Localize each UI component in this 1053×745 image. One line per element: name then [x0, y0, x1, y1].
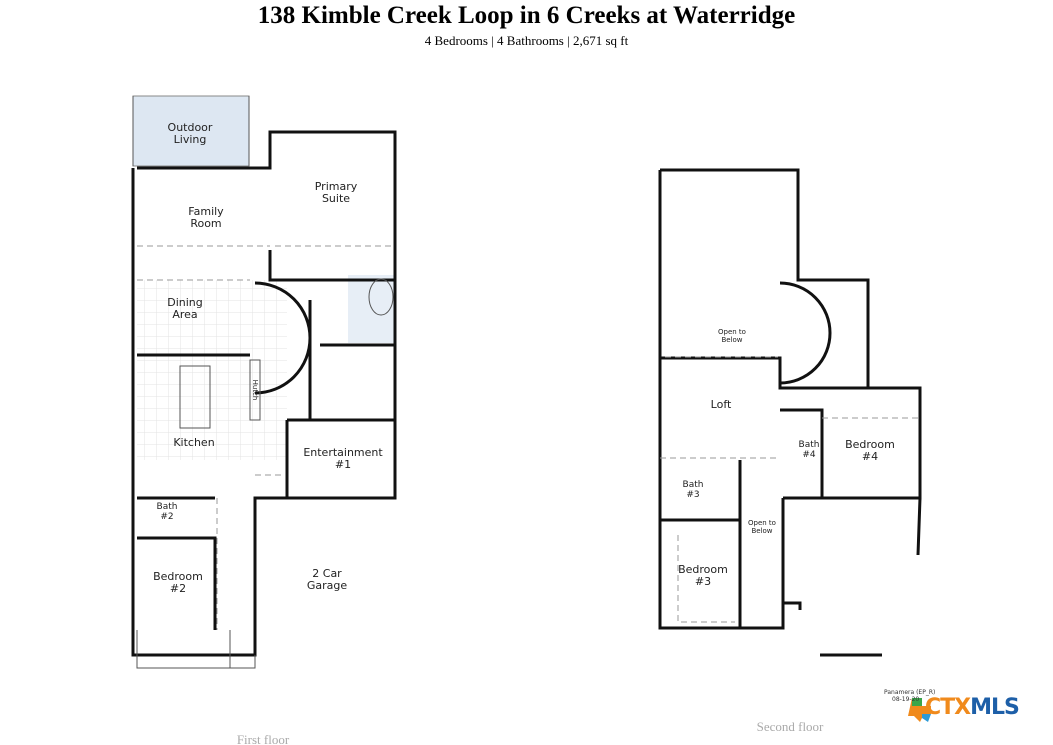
label-bedroom-4-num: #4	[862, 450, 878, 463]
label-dining-area-2: Area	[172, 308, 197, 321]
label-kitchen: Kitchen	[173, 436, 214, 449]
page-title: 138 Kimble Creek Loop in 6 Creeks at Wat…	[257, 2, 796, 29]
label-open-to-below: Open to	[718, 328, 746, 336]
label-bath-3-num: #3	[686, 490, 699, 500]
label-open-to-below-second: Open to	[748, 519, 776, 527]
plan-stamp: Panamera (EP_R) 08-19-20	[884, 689, 935, 703]
label-primary-suite: Primary	[315, 180, 358, 193]
second-floor-plan	[658, 168, 922, 657]
hutch	[249, 359, 261, 421]
label-loft: Loft	[711, 398, 732, 411]
label-bath-4: Bath	[799, 440, 820, 450]
label-bath-2: Bath	[157, 502, 178, 512]
tile-floor	[137, 280, 287, 460]
label-entertainment-2: #1	[335, 458, 351, 471]
label-bath-4-num: #4	[802, 450, 816, 460]
label-family-room-2: Room	[190, 217, 221, 230]
label-garage-2: Garage	[307, 579, 348, 592]
plan-name: Panamera (EP_R)	[884, 689, 936, 696]
label-bath-3: Bath	[683, 480, 704, 490]
plan-date: 08-19-20	[892, 696, 920, 703]
bathtub	[368, 278, 394, 316]
label-outdoor-living-2: Living	[174, 133, 207, 146]
label-open-to-below-second-2: Below	[751, 527, 772, 535]
kitchen-island	[179, 365, 211, 429]
outdoor-living-area	[132, 95, 250, 167]
label-bath-2-num: #2	[160, 512, 173, 522]
first-floor-caption: First floor	[237, 732, 290, 745]
label-bedroom-2-num: #2	[170, 582, 186, 595]
label-dining-area: Dining	[167, 296, 203, 309]
label-entertainment: Entertainment	[303, 446, 383, 459]
label-hutch: Hutch	[251, 380, 259, 401]
logo-mls: MLS	[970, 695, 1020, 720]
label-bedroom-4: Bedroom	[845, 438, 895, 451]
second-floor-caption: Second floor	[757, 719, 824, 734]
label-garage: 2 Car	[312, 567, 342, 580]
logo-ctx: CTX	[925, 695, 971, 720]
label-bedroom-3: Bedroom	[678, 563, 728, 576]
label-open-to-below-2: Below	[721, 336, 742, 344]
page-subtitle: 4 Bedrooms | 4 Bathrooms | 2,671 sq ft	[424, 33, 629, 48]
label-bedroom-2: Bedroom	[153, 570, 203, 583]
label-primary-suite-2: Suite	[322, 192, 350, 205]
texas-logo-icon	[908, 698, 931, 722]
first-floor-plan	[131, 95, 397, 669]
ctxmls-logo: CTXMLS	[925, 695, 1020, 720]
label-bedroom-3-num: #3	[695, 575, 711, 588]
label-outdoor-living: Outdoor	[168, 121, 213, 134]
label-family-room: Family	[188, 205, 224, 218]
